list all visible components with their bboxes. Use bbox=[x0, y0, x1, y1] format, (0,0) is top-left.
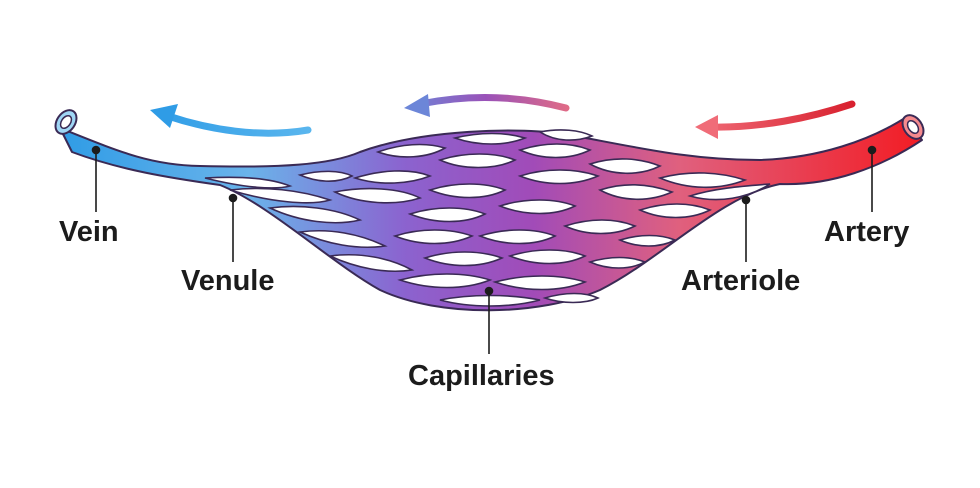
capillaries-label: Capillaries bbox=[408, 360, 555, 392]
arteriole-label: Arteriole bbox=[681, 265, 801, 297]
flow-arrow-artery bbox=[695, 100, 856, 139]
capillary-network bbox=[204, 129, 771, 307]
artery-label: Artery bbox=[824, 216, 910, 248]
leader-lines bbox=[91, 145, 877, 354]
vein-label: Vein bbox=[59, 216, 119, 248]
flow-arrow-capillaries bbox=[404, 94, 570, 117]
vein-opening bbox=[54, 109, 78, 135]
vessel-body bbox=[59, 117, 923, 312]
flow-arrow-vein bbox=[150, 104, 312, 137]
artery-opening bbox=[901, 114, 925, 140]
venule-label: Venule bbox=[181, 265, 275, 297]
